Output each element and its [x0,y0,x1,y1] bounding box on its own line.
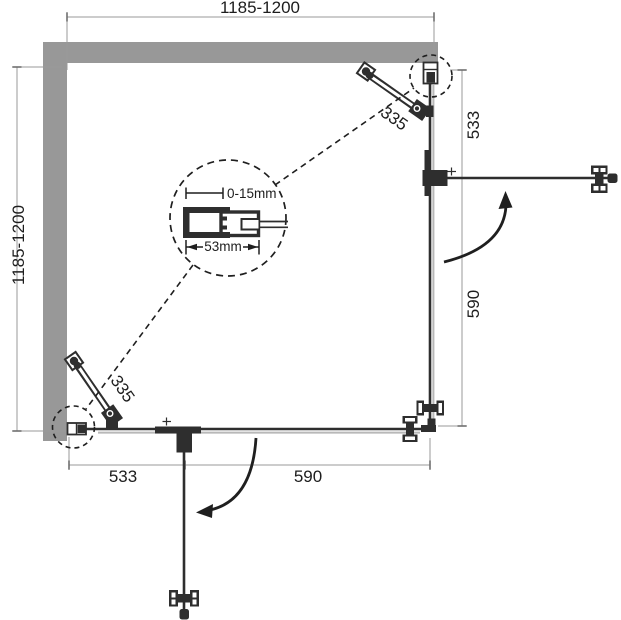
support-bar-top-label: 335 [377,103,411,135]
hinge-bottom-door [155,417,201,453]
dimension-top: 1185-1200 [66,0,435,70]
door-bottom-end-cap [179,609,189,620]
dimension-bottom: 533 590 [68,437,431,486]
swing-arc-right-door [443,191,513,264]
dimension-right-upper-label: 533 [464,111,483,139]
dimension-left: 1185-1200 [9,66,66,432]
support-bar-top: 335 [355,61,434,135]
wall-top [43,42,438,63]
swing-arrow-right [498,191,513,209]
dimension-top-label: 1185-1200 [220,0,300,17]
dimension-right: 533 590 [438,69,483,427]
dimension-left-label: 1185-1200 [9,205,28,285]
dimension-right-lower-label: 590 [464,290,483,318]
detail-adjustment-label: 0-15mm [227,186,277,201]
support-bar-bottom-label: 335 [107,372,139,406]
door-bottom-handle [169,590,199,607]
dimension-bottom-right-label: 590 [294,467,322,486]
swing-arc-bottom-door [196,437,258,518]
door-right-end-cap [607,173,618,183]
hinge-right-door [422,150,456,196]
wall-left [43,42,67,441]
glass-panel-bottom [85,427,428,434]
detail-marker-bottom-left [51,405,96,449]
glass-panel-right [428,63,435,427]
door-right-handle [591,165,608,193]
dimension-bottom-left-label: 533 [109,467,137,486]
door-right [433,165,618,193]
glass-holder-profile [219,210,288,238]
detail-view-profile: 0-15mm 53mm [169,159,288,277]
support-bar-bottom: 335 [63,350,139,429]
door-bottom [169,448,199,620]
wall-profile-bottom-left [66,422,87,436]
knob-right-panel [416,400,444,416]
detail-profile-width-label: 53mm [204,239,242,254]
swing-arrow-bottom [196,504,213,518]
detail-marker-top-right [409,54,453,98]
corner-connector [421,418,436,432]
knob-bottom-panel [402,416,418,442]
wall-profile-top-right [422,61,439,85]
wall-channel-profile [183,207,230,238]
detail-leader-lines [85,87,415,410]
